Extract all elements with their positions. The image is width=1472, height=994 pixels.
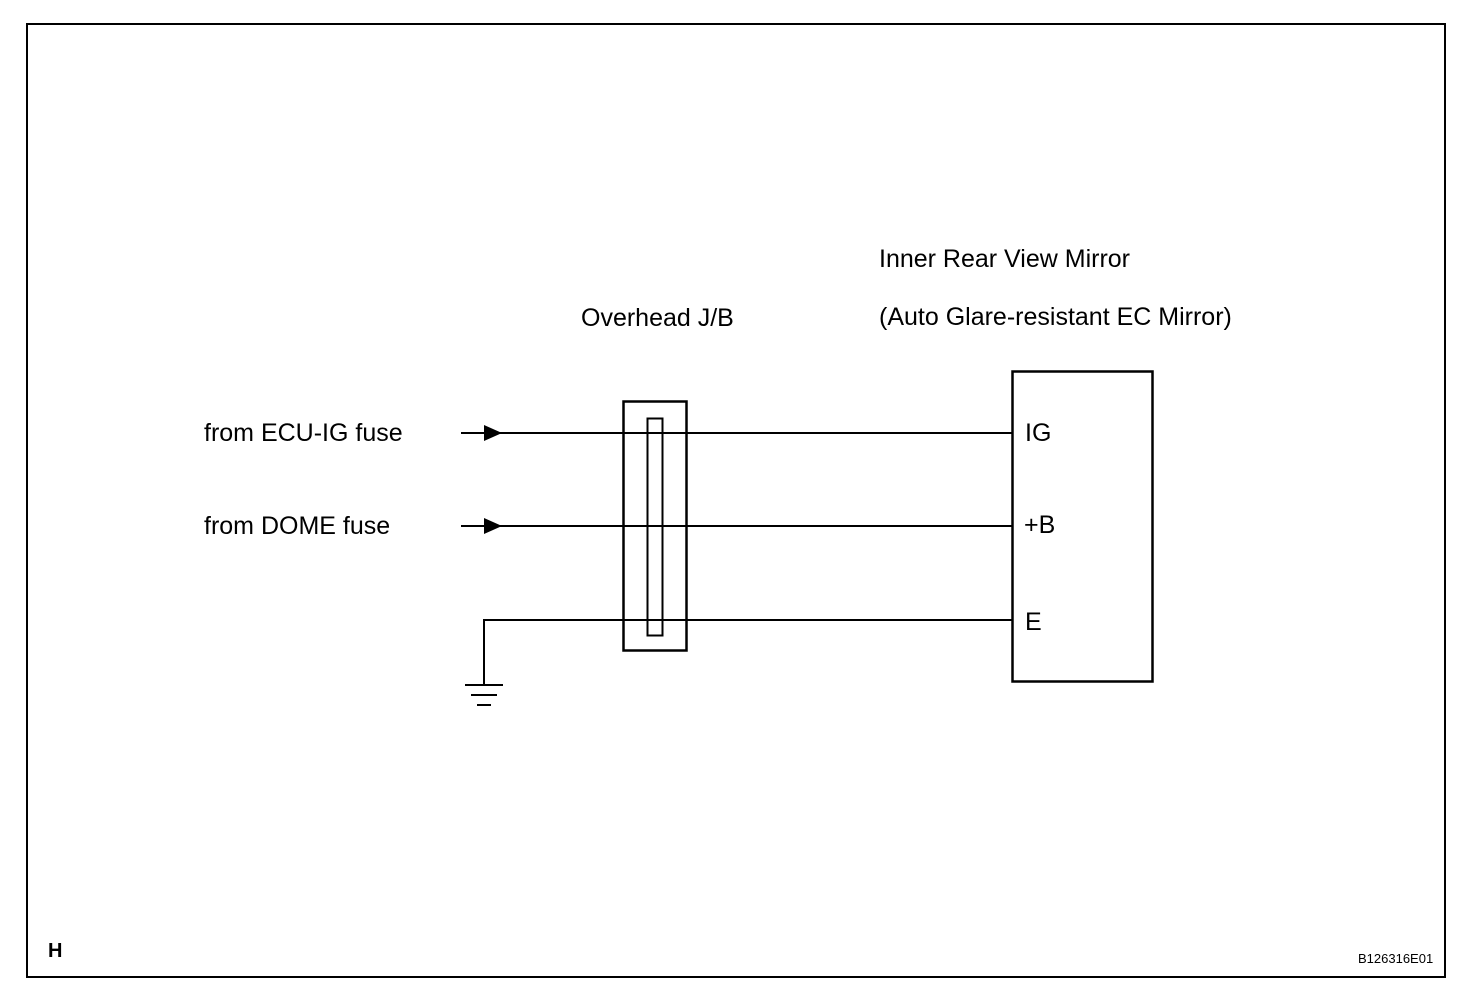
section-letter: H [48, 940, 63, 962]
figure-code: B126316E01 [1358, 951, 1434, 966]
pin-ig-label: IG [1025, 419, 1052, 447]
diagram-frame [26, 23, 1446, 978]
mirror-box [1011, 370, 1154, 683]
junction-block-label: Overhead J/B [581, 304, 734, 332]
pin-e-label: E [1025, 608, 1042, 636]
source-ecu-ig-label: from ECU-IG fuse [204, 419, 403, 447]
pin-b-label: +B [1024, 511, 1056, 539]
source-dome-label: from DOME fuse [204, 512, 391, 540]
mirror-subtitle: (Auto Glare-resistant EC Mirror) [879, 303, 1232, 331]
wire-e [483, 619, 1012, 684]
arrow-dome [484, 518, 502, 534]
mirror-title: Inner Rear View Mirror [879, 245, 1131, 273]
arrow-ecu-ig [484, 425, 502, 441]
ground-icon [465, 684, 503, 706]
